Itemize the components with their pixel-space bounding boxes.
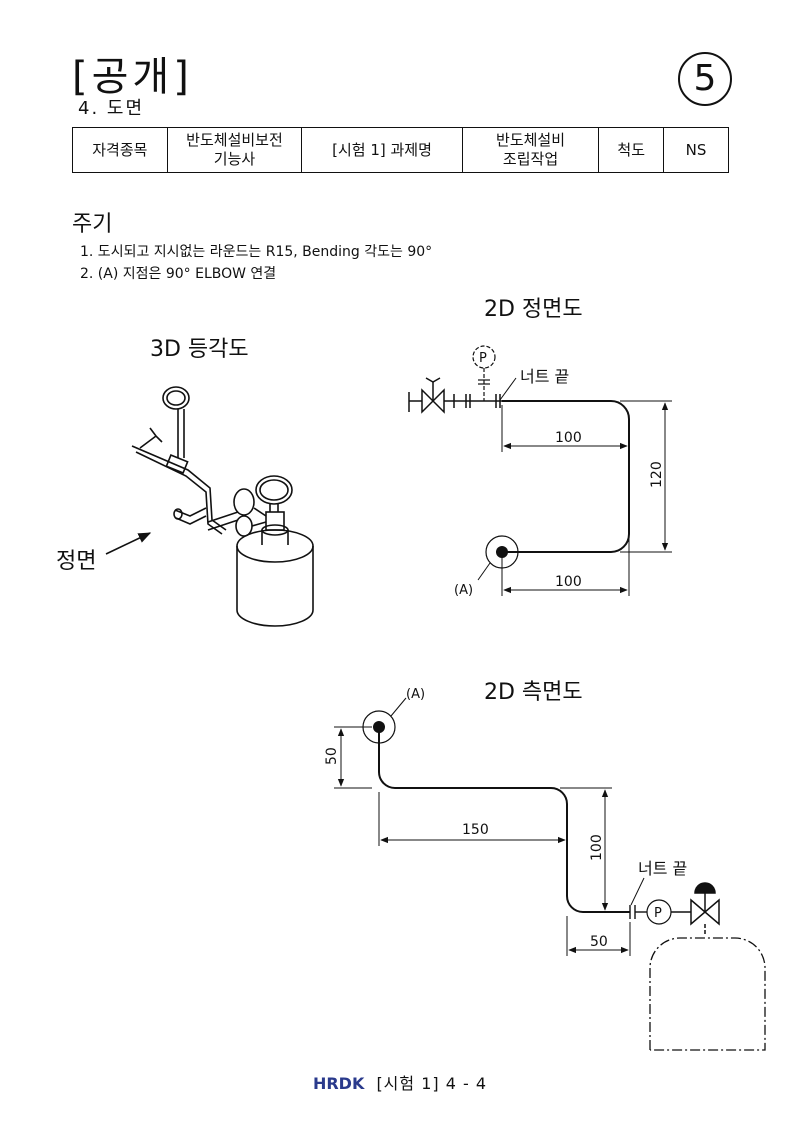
section-subtitle: 4. 도면 [78,98,145,119]
front-dimensions [501,400,672,596]
front-view: 2D 정면도 (A) P 너트 끝 [408,297,672,598]
page-title: [공개] [72,54,193,100]
note-item: 1. 도시되고 지시없는 라운드는 R15, Bending 각도는 90° [80,244,433,260]
side-nut-end-leader [630,877,645,906]
notes-heading: 주기 [72,212,113,237]
side-view: 2D 측면도 (A) 너트 끝 P [324,680,766,1051]
scale-label: 척도 [598,127,665,173]
front-dim-bottom: 100 [555,574,582,590]
side-dim-bottom: 50 [590,934,608,950]
side-tank-outline [649,937,766,1051]
iso-front-label: 정면 [56,549,96,574]
side-dim-left: 50 [324,747,340,765]
footer-text: [시험 1] 4 - 4 [376,1074,488,1093]
iso-view: 3D 등각도 [56,337,314,627]
hrdk-logo: HRDK [312,1074,365,1093]
front-nut-end-label: 너트 끝 [520,367,569,386]
side-nut-end [629,905,647,919]
field-value: 반도체설비보전 기능사 [166,127,303,173]
iso-tubing [131,445,239,535]
front-pipe-path [502,400,630,553]
front-dim-top: 100 [555,430,582,446]
front-dim-right: 120 [649,461,665,488]
task-label: [시험 1] 과제명 [301,127,463,173]
front-gauge: P [472,345,496,401]
side-point-a-label: (A) [406,687,425,702]
field-value-line2: 기능사 [213,150,256,168]
side-dimensions [334,726,631,956]
side-gauge: P [646,899,691,925]
side-dim-horizontal: 150 [462,822,489,838]
page-footer: HRDK [시험 1] 4 - 4 [0,1070,800,1094]
front-gauge-label: P [479,351,487,366]
side-valve [690,882,720,936]
note-item: 2. (A) 지점은 90° ELBOW 연결 [80,266,277,282]
field-value-line1: 반도체설비보전 [186,131,283,149]
scale-value: NS [663,127,729,173]
iso-valve-handle [139,427,163,449]
iso-top-gauge [162,386,190,458]
side-gauge-label: P [654,906,662,921]
front-point-a-leader [477,562,491,581]
task-value-line2: 조립작업 [502,150,559,168]
side-dim-vertical: 100 [589,834,605,861]
page-number-circle: 5 [678,52,732,106]
side-view-title: 2D 측면도 [484,680,583,705]
iso-view-title: 3D 등각도 [150,337,249,362]
front-nut-end-leader [499,377,517,401]
front-point-a-dot [496,546,508,558]
front-direction-arrow [105,532,152,555]
task-value-line1: 반도체설비 [496,131,566,149]
task-value: 반도체설비 조립작업 [461,127,600,173]
iso-regulator-gauge [233,488,267,537]
front-point-a-label: (A) [454,583,473,598]
front-valve-assembly [408,377,502,414]
info-table: 자격종목 반도체설비보전 기능사 [시험 1] 과제명 반도체설비 조립작업 척… [72,127,729,173]
side-pipe-path [378,727,630,913]
side-point-a-leader [390,697,407,717]
iso-tank [236,475,314,627]
field-label: 자격종목 [72,127,168,173]
front-view-title: 2D 정면도 [484,297,583,322]
side-nut-end-label: 너트 끝 [638,859,687,878]
